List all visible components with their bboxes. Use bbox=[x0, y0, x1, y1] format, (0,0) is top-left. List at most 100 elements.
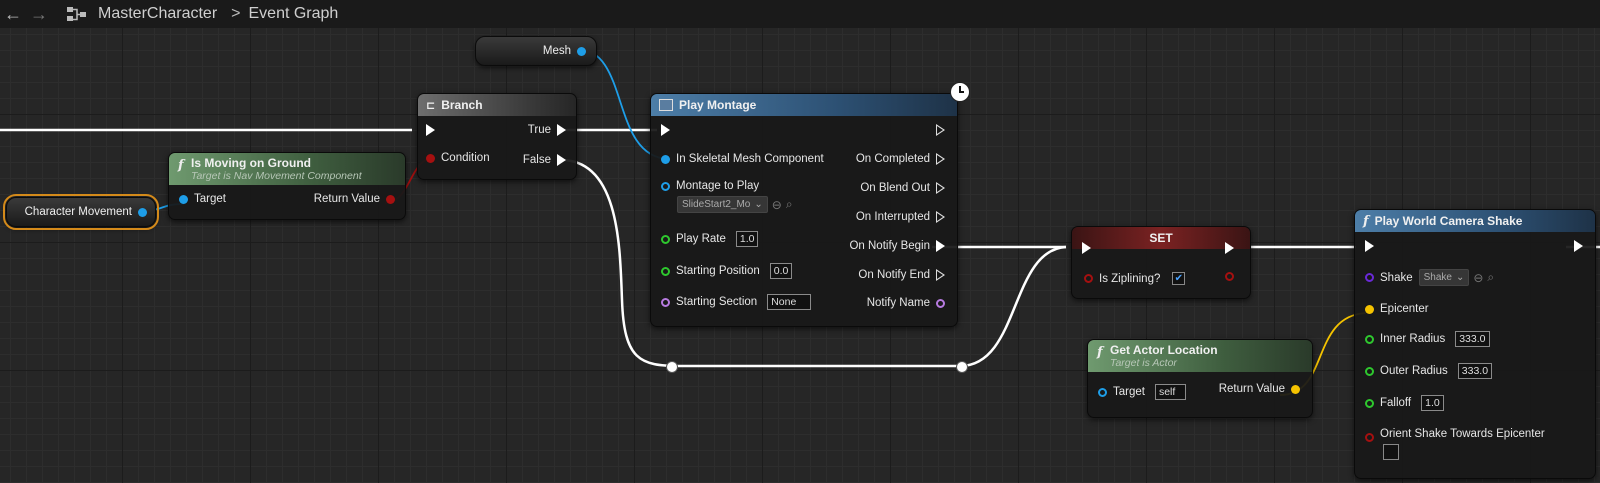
branch-false-pin[interactable] bbox=[557, 154, 566, 166]
inner-radius-label: Inner Radius bbox=[1380, 333, 1446, 345]
function-icon: f bbox=[1097, 345, 1103, 360]
camera-shake-exec-out-pin[interactable] bbox=[1574, 240, 1583, 252]
montage-asset-dropdown[interactable]: SlideStart2_Mo⌄ bbox=[677, 196, 768, 213]
branch-condition-label: Condition bbox=[441, 152, 490, 164]
breadcrumb-separator: > bbox=[231, 5, 241, 22]
play-montage-title: Play Montage bbox=[679, 98, 757, 112]
reroute-node-right[interactable] bbox=[956, 361, 968, 373]
use-selected-icon[interactable]: ⊖ bbox=[771, 197, 782, 212]
is-moving-title: Is Moving on Ground bbox=[191, 156, 311, 170]
play-montage-header: Play Montage bbox=[651, 94, 957, 116]
on-notify-end-label: On Notify End bbox=[858, 269, 930, 281]
on-notify-end-pin[interactable] bbox=[936, 269, 945, 281]
outer-radius-label: Outer Radius bbox=[1380, 365, 1448, 377]
get-actor-target-label: Target bbox=[1113, 386, 1145, 398]
set-exec-out-pin[interactable] bbox=[1225, 242, 1234, 254]
get-actor-return-label: Return Value bbox=[1218, 383, 1285, 395]
browse-search-icon[interactable]: ⌕ bbox=[785, 197, 793, 211]
is-ziplining-checkbox[interactable]: ✔ bbox=[1172, 272, 1186, 285]
starting-position-pin[interactable] bbox=[661, 266, 670, 276]
camera-shake-header: f Play World Camera Shake bbox=[1355, 210, 1595, 232]
set-output-pin[interactable] bbox=[1225, 272, 1234, 281]
get-actor-location-node[interactable]: f Get Actor Location Target is Actor Tar… bbox=[1087, 339, 1313, 418]
is-moving-on-ground-node[interactable]: f Is Moving on Ground Target is Nav Move… bbox=[168, 152, 406, 220]
inner-radius-input[interactable]: 333.0 bbox=[1455, 331, 1490, 347]
chevron-down-icon: ⌄ bbox=[1455, 272, 1465, 283]
on-blend-out-pin[interactable] bbox=[936, 182, 945, 194]
play-montage-node[interactable]: Play Montage In Skeletal Mesh Component … bbox=[650, 93, 958, 327]
play-rate-input[interactable]: 1.0 bbox=[735, 231, 759, 247]
get-actor-location-subtitle: Target is Actor bbox=[1110, 357, 1177, 369]
starting-position-input[interactable]: 0.0 bbox=[769, 263, 793, 279]
epicenter-label: Epicenter bbox=[1380, 303, 1429, 315]
reroute-node-left[interactable] bbox=[666, 361, 678, 373]
use-selected-icon[interactable]: ⊖ bbox=[1473, 270, 1484, 285]
get-actor-target-input[interactable]: self bbox=[1154, 384, 1187, 400]
branch-node[interactable]: ⊏ Branch True Condition False bbox=[417, 93, 577, 180]
exec-wire-false bbox=[560, 158, 1067, 368]
outer-radius-input[interactable]: 333.0 bbox=[1457, 363, 1493, 379]
get-actor-location-title: Get Actor Location bbox=[1110, 343, 1218, 357]
play-world-camera-shake-node[interactable]: f Play World Camera Shake Shake Shake⌄ ⊖… bbox=[1354, 209, 1596, 479]
camera-shake-exec-in-pin[interactable] bbox=[1365, 240, 1374, 252]
camera-shake-title: Play World Camera Shake bbox=[1374, 214, 1523, 228]
epicenter-pin[interactable] bbox=[1365, 304, 1374, 314]
branch-exec-in-pin[interactable] bbox=[426, 124, 435, 136]
orient-shake-label: Orient Shake Towards Epicenter bbox=[1380, 427, 1545, 440]
in-skeletal-mesh-pin[interactable] bbox=[661, 154, 670, 164]
montage-to-play-pin[interactable] bbox=[661, 181, 670, 191]
branch-header: ⊏ Branch bbox=[418, 94, 576, 116]
shake-label: Shake bbox=[1380, 271, 1413, 284]
set-is-ziplining-pin[interactable] bbox=[1084, 274, 1093, 283]
on-notify-begin-pin[interactable] bbox=[936, 240, 945, 252]
outer-radius-pin[interactable] bbox=[1365, 366, 1374, 376]
branch-true-label: True bbox=[527, 124, 551, 136]
set-variable-node[interactable]: SET Is Ziplining?✔ bbox=[1071, 226, 1251, 299]
inner-radius-pin[interactable] bbox=[1365, 334, 1374, 344]
falloff-input[interactable]: 1.0 bbox=[1421, 395, 1444, 411]
is-moving-header: f Is Moving on Ground Target is Nav Move… bbox=[169, 153, 405, 185]
on-interrupted-pin[interactable] bbox=[936, 211, 945, 223]
branch-condition-pin[interactable] bbox=[426, 153, 435, 163]
back-arrow-icon[interactable]: ← bbox=[4, 3, 22, 24]
orient-shake-pin[interactable] bbox=[1365, 433, 1374, 442]
browse-search-icon[interactable]: ⌕ bbox=[1487, 270, 1495, 284]
get-actor-target-pin[interactable] bbox=[1098, 387, 1107, 397]
latent-clock-icon bbox=[950, 82, 970, 102]
notify-name-pin[interactable] bbox=[936, 298, 945, 308]
branch-title: Branch bbox=[441, 98, 483, 112]
forward-arrow-icon[interactable]: → bbox=[30, 3, 48, 24]
branch-true-pin[interactable] bbox=[557, 124, 566, 136]
shake-class-dropdown[interactable]: Shake⌄ bbox=[1418, 269, 1470, 286]
shake-class-value: Shake bbox=[1423, 272, 1452, 283]
play-montage-exec-out-pin[interactable] bbox=[936, 124, 945, 136]
notify-name-label: Notify Name bbox=[866, 297, 930, 309]
starting-section-input[interactable]: None bbox=[767, 294, 812, 310]
breadcrumb-event-graph[interactable]: Event Graph bbox=[248, 5, 339, 22]
falloff-label: Falloff bbox=[1380, 397, 1412, 409]
play-rate-pin[interactable] bbox=[661, 234, 670, 244]
shake-pin[interactable] bbox=[1365, 273, 1374, 282]
starting-section-pin[interactable] bbox=[661, 297, 670, 307]
mesh-variable-node[interactable]: Mesh bbox=[475, 36, 597, 66]
starting-position-label: Starting Position bbox=[676, 265, 760, 277]
character-movement-output-pin[interactable] bbox=[138, 207, 147, 217]
get-actor-location-header: f Get Actor Location Target is Actor bbox=[1088, 340, 1312, 372]
get-actor-return-pin[interactable] bbox=[1291, 384, 1300, 394]
set-exec-in-pin[interactable] bbox=[1082, 242, 1091, 254]
function-icon: f bbox=[1363, 213, 1369, 229]
is-moving-subtitle: Target is Nav Movement Component bbox=[191, 170, 362, 182]
play-montage-exec-in-pin[interactable] bbox=[661, 124, 670, 136]
mesh-output-pin[interactable] bbox=[577, 46, 586, 56]
function-icon: f bbox=[178, 158, 184, 173]
character-movement-variable-node[interactable]: Character Movement bbox=[3, 194, 159, 230]
on-blend-out-label: On Blend Out bbox=[860, 182, 930, 194]
is-moving-return-label: Return Value bbox=[313, 193, 380, 205]
is-moving-return-pin[interactable] bbox=[386, 194, 395, 204]
is-moving-target-pin[interactable] bbox=[179, 194, 188, 204]
on-completed-pin[interactable] bbox=[936, 153, 945, 165]
breadcrumb-blueprint[interactable]: MasterCharacter bbox=[98, 5, 218, 22]
orient-shake-checkbox[interactable] bbox=[1383, 444, 1399, 460]
falloff-pin[interactable] bbox=[1365, 398, 1374, 408]
montage-to-play-label: Montage to Play bbox=[676, 180, 760, 192]
